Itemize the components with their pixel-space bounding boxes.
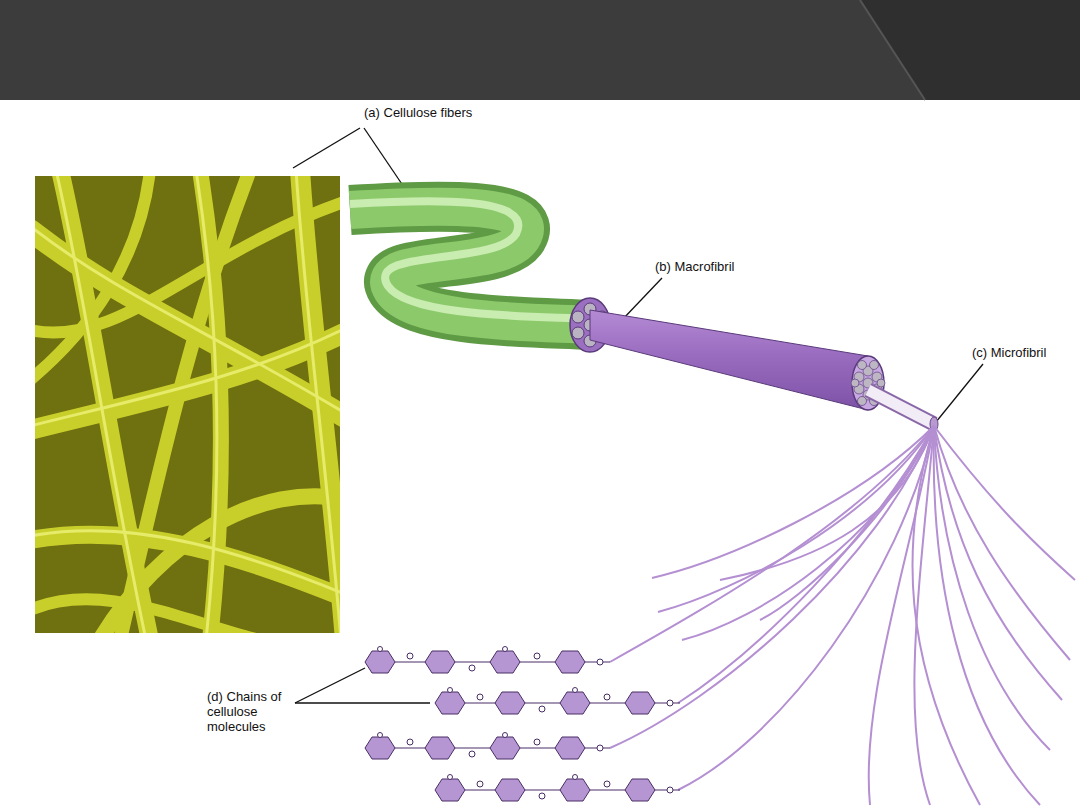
cellulose-fiber-tube xyxy=(350,201,590,325)
part-label: (c) Microfibril xyxy=(972,346,1046,361)
part-label: (b) Macrofibril xyxy=(655,260,734,275)
microfibril-tube xyxy=(868,390,934,424)
sem-micrograph xyxy=(35,176,340,633)
header-band xyxy=(0,0,1080,100)
macrofibril-cone xyxy=(590,310,868,410)
header-shade xyxy=(860,0,1080,100)
cellulose-chains xyxy=(365,647,680,802)
header-line xyxy=(860,0,925,100)
cellulose-strands xyxy=(610,426,1075,805)
part-label: (a) Cellulose fibers xyxy=(364,106,472,121)
microfibril-tube-inner xyxy=(868,390,934,424)
part-label: (d) Chains of cellulose molecules xyxy=(207,690,299,735)
leader-lines xyxy=(293,128,983,703)
